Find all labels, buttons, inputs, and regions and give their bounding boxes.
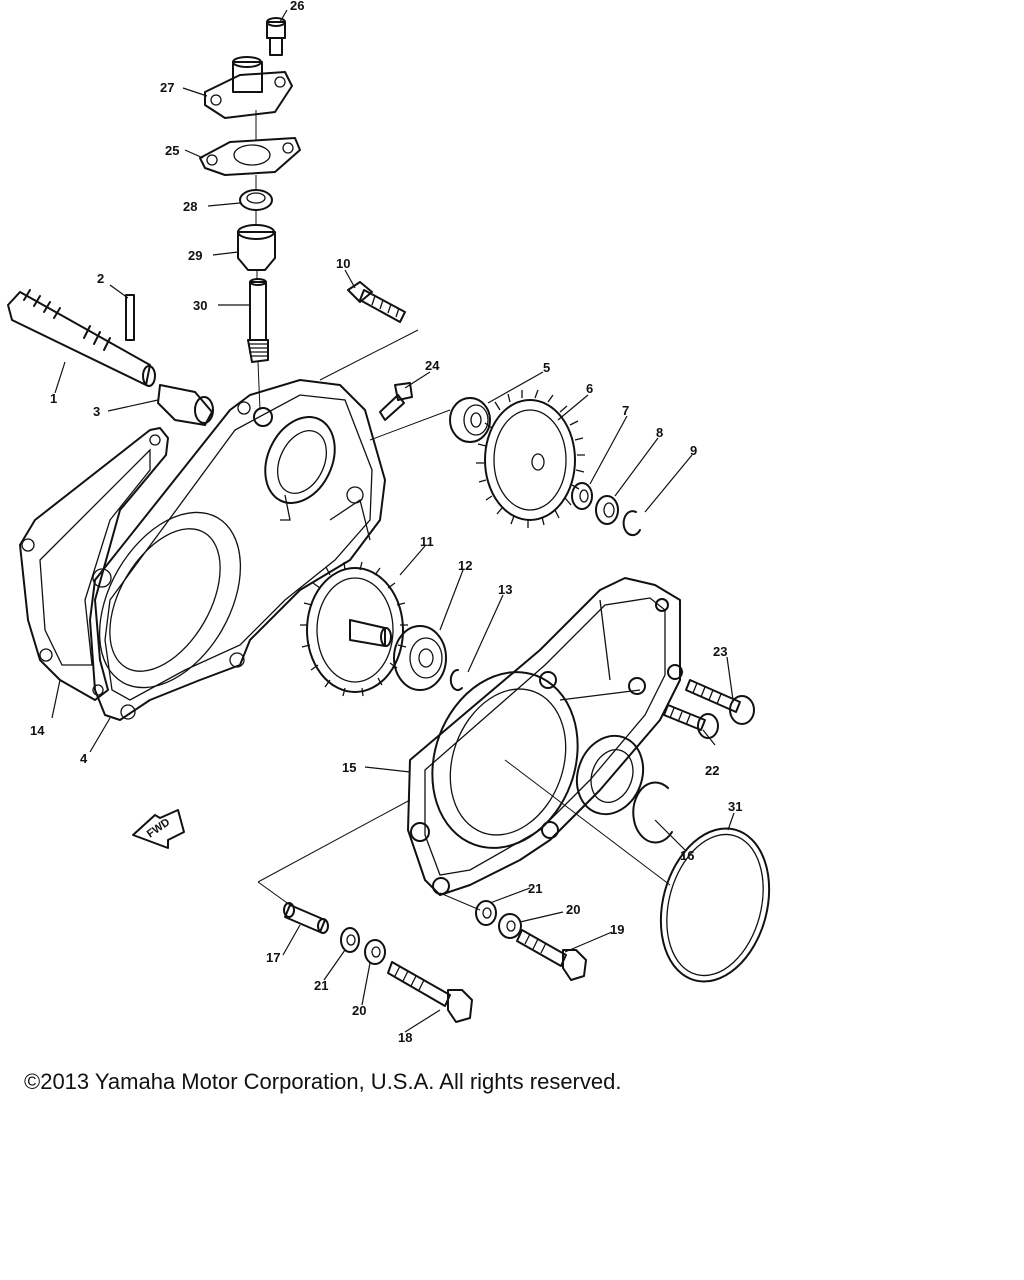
callout-21-left: 21 <box>314 978 328 993</box>
callout-15: 15 <box>342 760 356 775</box>
leader-lines <box>51 9 735 1033</box>
callout-16: 16 <box>680 848 694 863</box>
callout-7: 7 <box>622 403 629 418</box>
bolt-10 <box>347 281 406 323</box>
bushing-3 <box>157 384 214 426</box>
callout-3: 3 <box>93 404 100 419</box>
callout-11: 11 <box>420 534 434 549</box>
callout-22: 22 <box>705 763 719 778</box>
driven-gear-30 <box>247 278 269 363</box>
housing-4 <box>89 379 386 721</box>
callout-4: 4 <box>80 751 88 766</box>
washer-20-left <box>364 939 386 965</box>
callout-5: 5 <box>543 360 550 375</box>
gasket-25 <box>199 137 301 176</box>
callout-23: 23 <box>713 644 727 659</box>
seal-28 <box>239 189 273 211</box>
callout-10: 10 <box>336 256 350 271</box>
callout-20-right: 20 <box>566 902 580 917</box>
copyright-notice: ©2013 Yamaha Motor Corporation, U.S.A. A… <box>24 1069 622 1094</box>
callout-20-left: 20 <box>352 1003 366 1018</box>
bolt-23 <box>685 679 755 725</box>
washer-21-right <box>475 900 497 926</box>
callout-31: 31 <box>728 799 742 814</box>
bolt-22 <box>663 704 719 739</box>
callout-9: 9 <box>690 443 697 458</box>
circlip-16 <box>632 781 673 844</box>
callout-6: 6 <box>586 381 593 396</box>
bearing-5 <box>449 397 491 443</box>
bolt-26 <box>266 17 286 56</box>
callout-17: 17 <box>266 950 280 965</box>
cover-15 <box>407 577 683 896</box>
callout-18: 18 <box>398 1030 412 1045</box>
callout-19: 19 <box>610 922 624 937</box>
callout-labels: 26 27 25 28 29 30 2 1 3 10 24 5 6 7 8 9 … <box>30 0 742 1045</box>
circlip-9 <box>622 510 641 537</box>
callout-27: 27 <box>160 80 174 95</box>
gear-11 <box>300 561 408 697</box>
callout-14: 14 <box>30 723 45 738</box>
gasket-14 <box>19 427 169 701</box>
washer-8 <box>595 495 619 525</box>
callout-8: 8 <box>656 425 663 440</box>
forward-arrow: FWD <box>132 809 185 849</box>
washer-21-left <box>340 927 360 953</box>
washer-7 <box>571 482 593 510</box>
parts-diagram: FWD 26 <box>7 0 771 1045</box>
callout-12: 12 <box>458 558 472 573</box>
callout-29: 29 <box>188 248 202 263</box>
circlip-13 <box>449 668 463 691</box>
bearing-12 <box>393 625 447 691</box>
callout-2: 2 <box>97 271 104 286</box>
callout-30: 30 <box>193 298 207 313</box>
dowel-17 <box>283 902 329 934</box>
pin-2 <box>125 294 135 341</box>
bolt-24 <box>379 382 413 421</box>
bolt-18 <box>387 961 473 1023</box>
bolt-19 <box>516 929 587 981</box>
callout-26: 26 <box>290 0 304 13</box>
worm-shaft-1 <box>7 289 156 387</box>
callout-25: 25 <box>165 143 179 158</box>
washer-20-right <box>498 913 522 939</box>
o-ring-31 <box>659 827 771 983</box>
sleeve-29 <box>237 224 276 271</box>
cover-27 <box>204 56 293 119</box>
callout-1: 1 <box>50 391 57 406</box>
gear-6 <box>476 389 585 528</box>
callout-21-right: 21 <box>528 881 542 896</box>
callout-24: 24 <box>425 358 440 373</box>
callout-28: 28 <box>183 199 197 214</box>
callout-13: 13 <box>498 582 512 597</box>
